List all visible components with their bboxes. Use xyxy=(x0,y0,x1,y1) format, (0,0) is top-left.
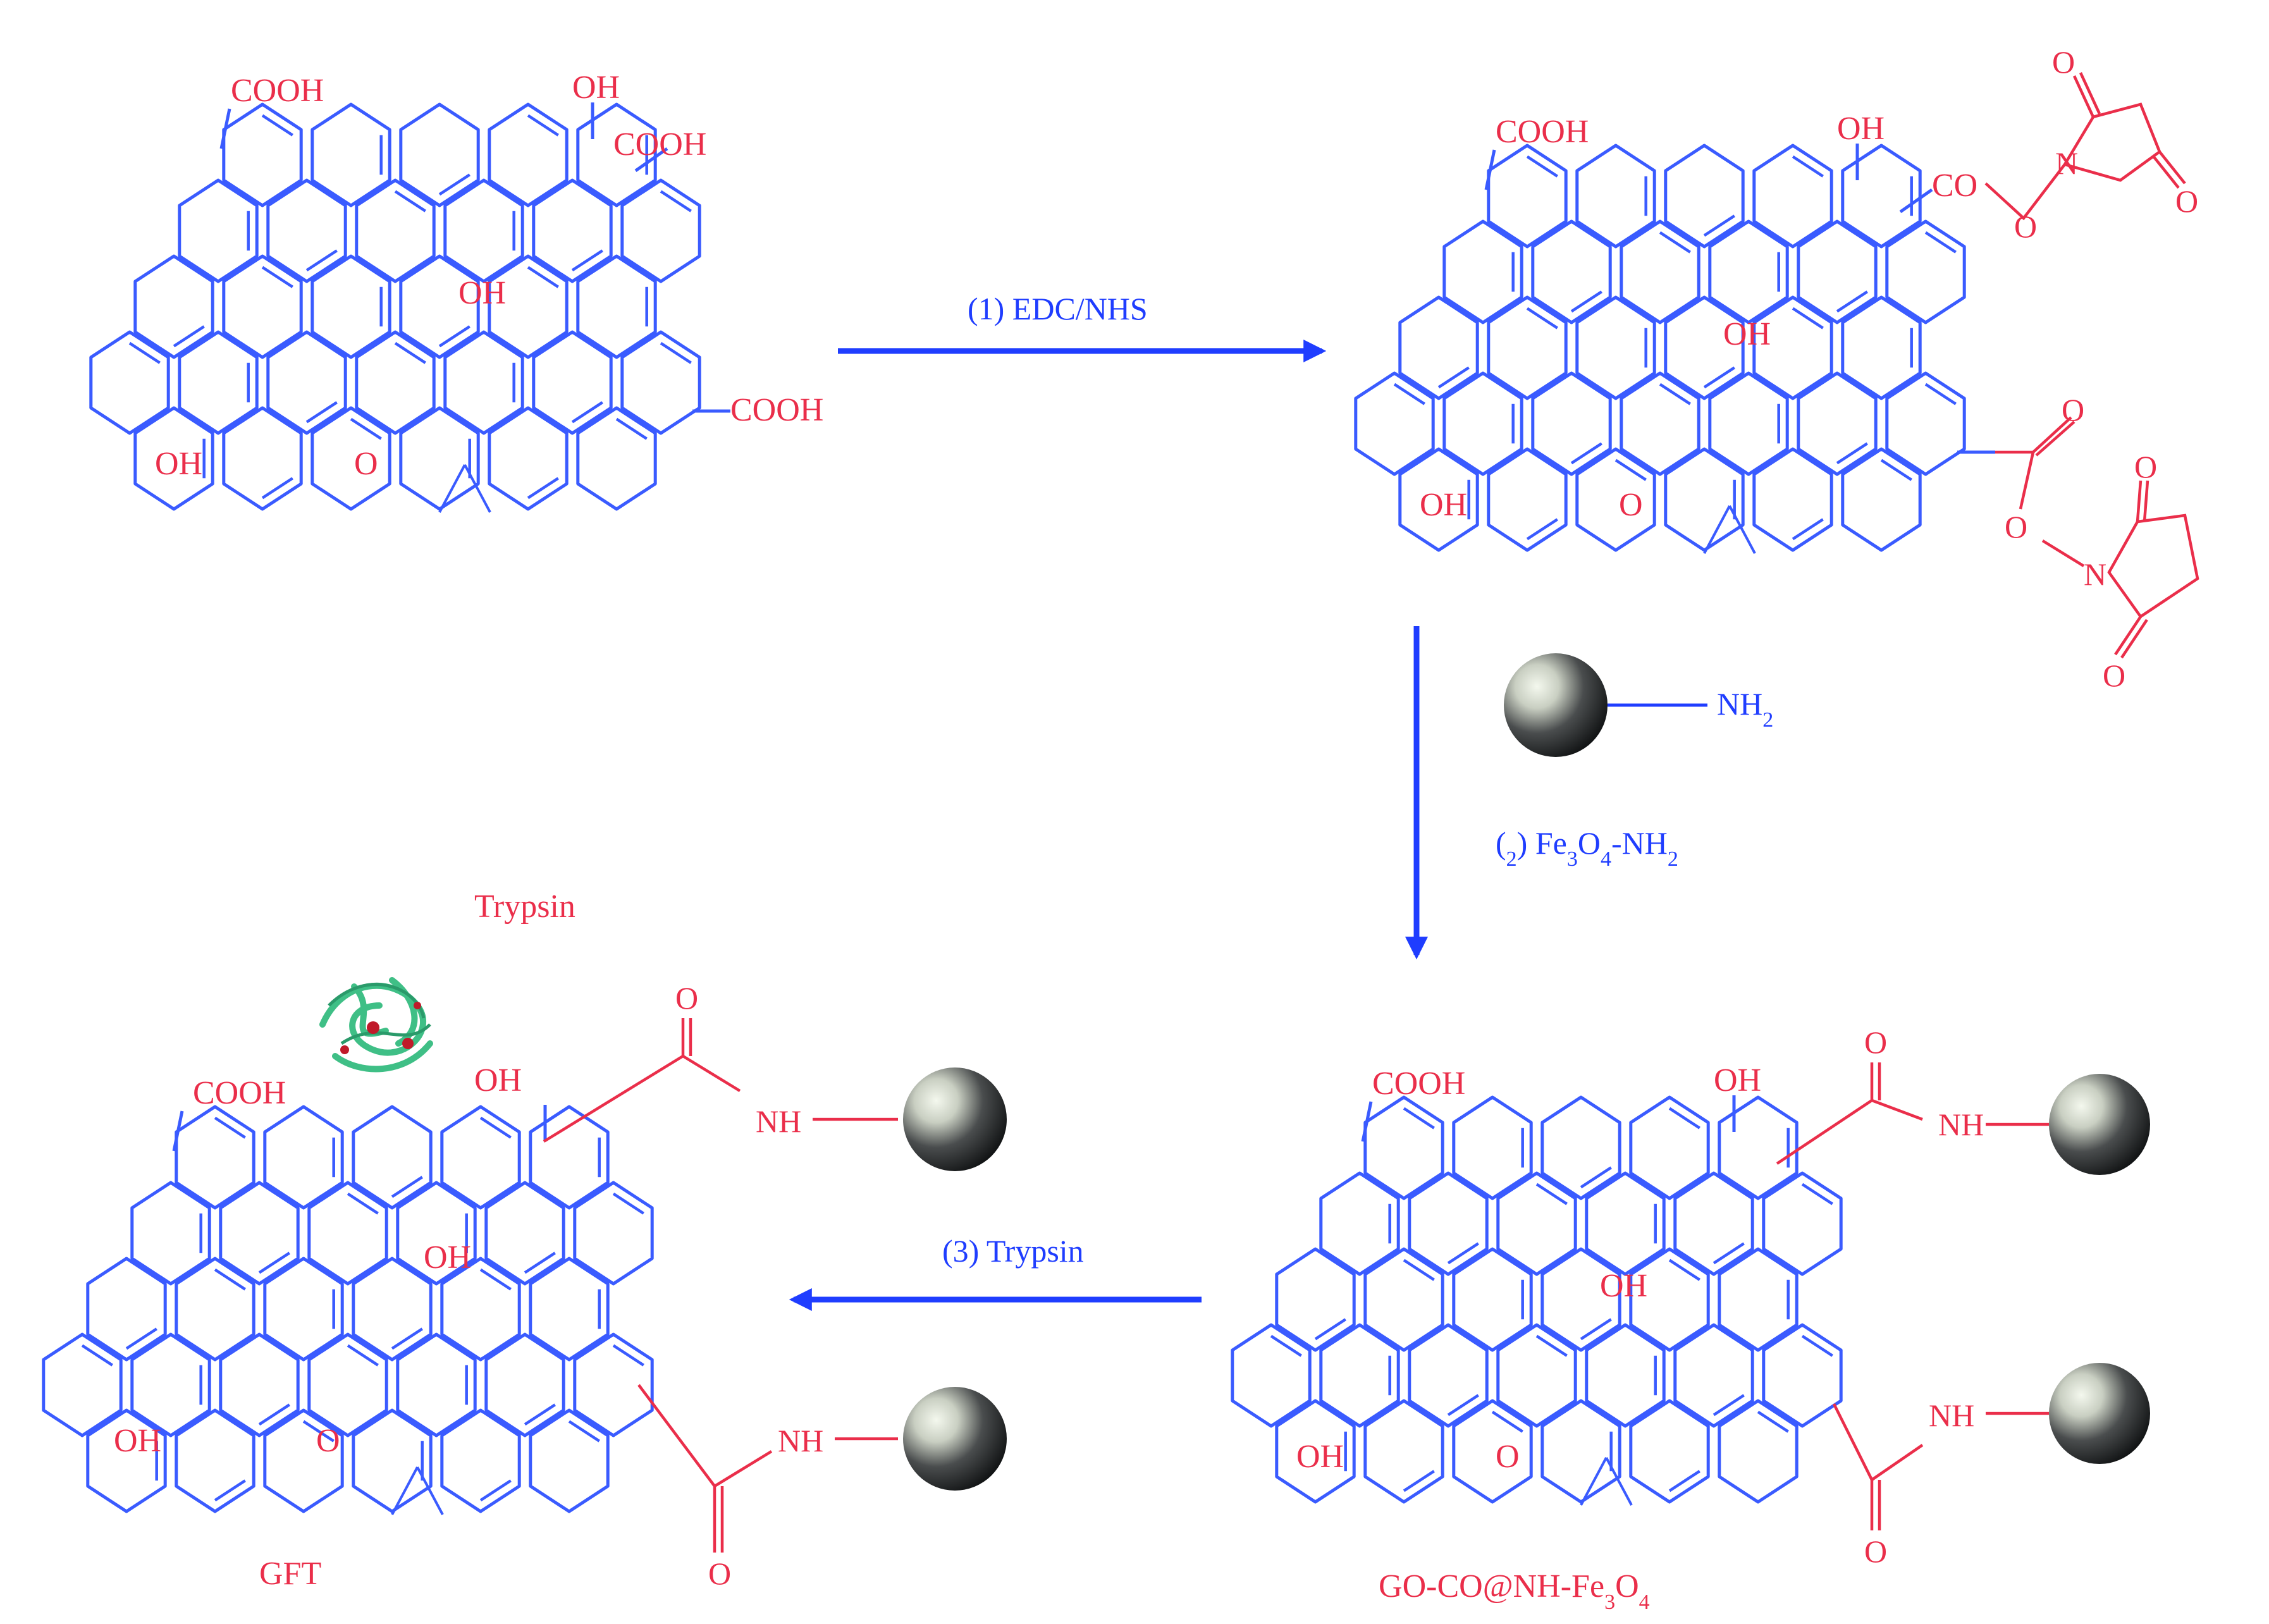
amide-o-label-1: O xyxy=(1864,1024,1887,1060)
magnetic-nanoparticle-icon xyxy=(903,1387,1007,1491)
trypsin-protein-icon xyxy=(319,977,433,1073)
epoxide-o-label-3: O xyxy=(1496,1439,1520,1475)
cooh-label-2: COOH xyxy=(613,126,706,163)
nhs-o-label-3: O xyxy=(2134,449,2157,484)
step2-label: (2) Fe3O4-NH2 xyxy=(1496,825,1678,871)
graphene-oxide-sheet-4: COOH OH OH OH O O NH O NH xyxy=(44,980,1007,1591)
ester-o-label-1: O xyxy=(2014,209,2037,244)
step1-label: (1) EDC/NHS xyxy=(968,291,1148,326)
step1-arrow: (1) EDC/NHS xyxy=(838,291,1327,362)
amide-o-label-3: O xyxy=(675,980,698,1016)
magnetic-nanoparticle-icon xyxy=(1504,653,1608,757)
oh-label-8: OH xyxy=(1600,1268,1647,1304)
ester-o-label-2: O xyxy=(2005,509,2027,544)
nh-label-4: NH xyxy=(778,1423,823,1458)
nh-label-1: NH xyxy=(1938,1107,1984,1142)
oh-label-1: OH xyxy=(572,70,620,106)
cooh-label-4: COOH xyxy=(1496,114,1589,150)
oh-label-4: OH xyxy=(1837,111,1885,147)
magnetic-nanoparticle-icon xyxy=(903,1067,1007,1171)
trypsin-label: Trypsin xyxy=(474,889,575,925)
cooh-label-5: COOH xyxy=(1372,1066,1465,1102)
oh-label-9: OH xyxy=(1296,1439,1344,1475)
nhs-o-label-4: O xyxy=(2103,658,2125,693)
epoxide-o-label-4: O xyxy=(316,1423,340,1459)
nh-label-3: NH xyxy=(756,1104,801,1139)
amide-o-label-4: O xyxy=(708,1556,731,1591)
cooh-label-3: COOH xyxy=(730,392,823,428)
cooh-label-1: COOH xyxy=(231,73,324,109)
cooh-label-6: COOH xyxy=(193,1075,286,1111)
co-label: CO xyxy=(1932,168,1977,204)
nhs-o-label-2: O xyxy=(2175,183,2198,219)
graphene-oxide-sheet-1: COOH OH COOH OH COOH OH O xyxy=(91,70,823,513)
step2-arrow: NH2 (2) Fe3O4-NH2 xyxy=(1405,626,1773,960)
oh-label-5: OH xyxy=(1723,316,1771,352)
graphene-oxide-sheet-3: COOH OH OH OH O O NH O NH xyxy=(1233,1024,2150,1569)
magnetic-nanoparticle-icon xyxy=(2049,1363,2150,1464)
nh-label-2: NH xyxy=(1929,1398,1974,1433)
nhs-n-label-1: N xyxy=(2055,145,2078,181)
graphene-oxide-sheet-2: COOH OH OH OH O CO O N O O O O N O O xyxy=(1356,44,2199,693)
oh-label-10: OH xyxy=(474,1062,522,1098)
gft-product-label: GFT xyxy=(259,1556,321,1592)
nh2-label: NH2 xyxy=(1717,686,1773,732)
oh-label-6: OH xyxy=(1420,487,1467,523)
nhs-n-label-2: N xyxy=(2084,557,2106,592)
magnetic-nanoparticle-icon xyxy=(2049,1074,2150,1175)
step3-label: (3) Trypsin xyxy=(942,1233,1084,1269)
epoxide-o-label-2: O xyxy=(1619,487,1643,523)
step3-arrow: (3) Trypsin xyxy=(789,1233,1202,1311)
go-fe3o4-product-label: GO-CO@NH-Fe3O4 xyxy=(1379,1568,1650,1614)
carbonyl-o-label-1: O xyxy=(2062,392,2084,428)
nhs-o-label-1: O xyxy=(2052,44,2075,80)
oh-label-7: OH xyxy=(1714,1062,1761,1098)
oh-label-12: OH xyxy=(114,1423,161,1459)
epoxide-o-label-1: O xyxy=(354,446,378,482)
oh-label-11: OH xyxy=(424,1240,471,1276)
amide-o-label-2: O xyxy=(1864,1534,1887,1569)
oh-label-2: OH xyxy=(458,275,506,311)
oh-label-3: OH xyxy=(155,446,202,482)
